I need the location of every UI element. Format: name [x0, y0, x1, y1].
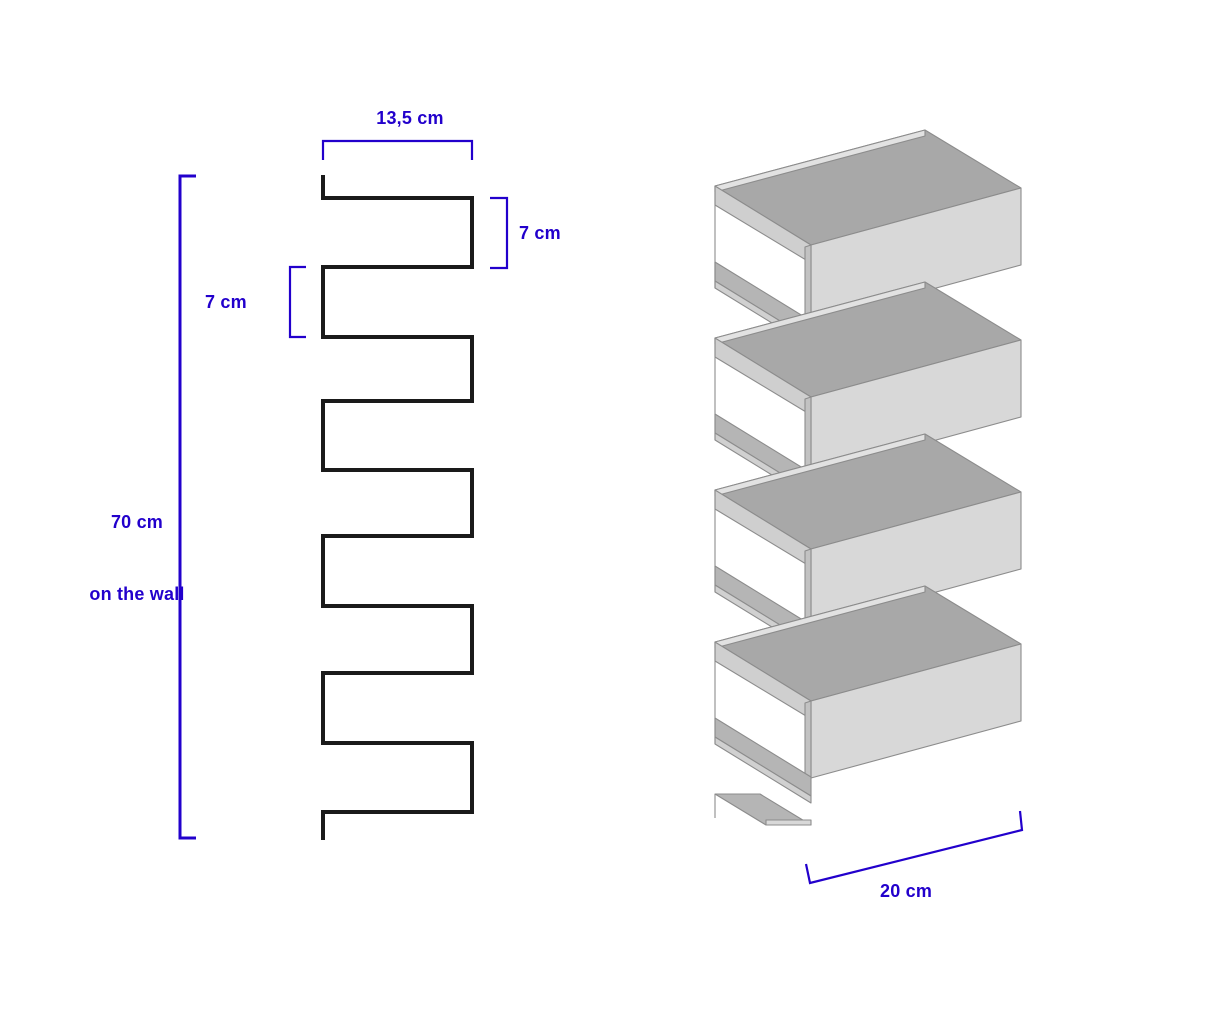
total-height-label: 70 cm on the wall	[42, 461, 232, 655]
total-height-line-2: on the wall	[89, 584, 185, 605]
width-dimension-label: 13,5 cm	[376, 108, 444, 128]
shelf-unit-2	[714, 281, 1022, 477]
shelf-height-right-label: 7 cm	[519, 223, 561, 243]
total-height-line-1: 70 cm	[110, 511, 164, 532]
shelf-height-right-bracket	[490, 196, 509, 270]
shelf-unit-4	[714, 585, 1022, 781]
shelf-height-left-label: 7 cm	[205, 292, 247, 312]
depth-dimension-label: 20 cm	[880, 881, 933, 901]
shelf-unit-3	[714, 433, 1022, 629]
profile-view-group	[321, 175, 474, 840]
zigzag-profile-path	[321, 175, 474, 840]
width-dimension-bracket	[321, 139, 474, 160]
shelf-5-front-face	[765, 819, 812, 826]
shelf-4-connector-web	[804, 700, 812, 781]
isometric-shelf-group	[714, 129, 1022, 826]
shelf-unit-5	[714, 793, 812, 826]
total-height-dimension-line	[178, 174, 196, 840]
shelf-bend-4	[714, 717, 812, 804]
dimension-lines-group	[178, 139, 1024, 885]
depth-dimension-bracket	[804, 810, 1024, 885]
bend-4-inner-top-face	[714, 717, 812, 797]
shelf-height-left-bracket	[288, 265, 306, 339]
shelf-unit-1	[714, 129, 1022, 325]
